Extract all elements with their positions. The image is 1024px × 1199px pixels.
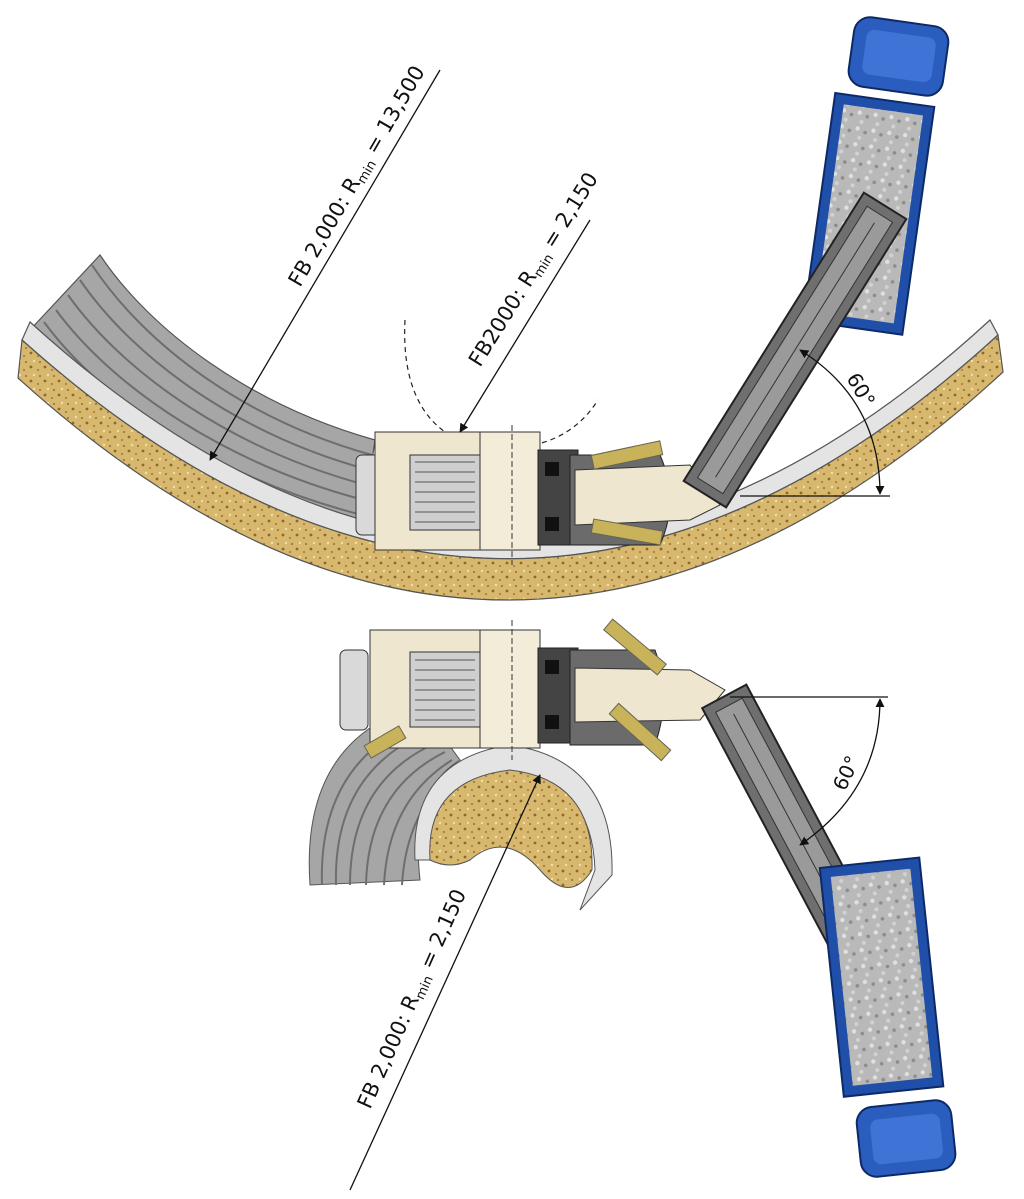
bottom-milling-machine xyxy=(339,618,726,762)
top-milling-machine xyxy=(355,425,721,565)
bottom-angle-label: 60° xyxy=(828,752,865,794)
top-angle-arc xyxy=(799,349,885,495)
top-scene xyxy=(17,16,1004,601)
top-swing-arc xyxy=(404,319,599,449)
top-gravel-band xyxy=(17,333,1004,601)
top-inner-radius-line xyxy=(459,219,591,433)
bottom-gravel-island xyxy=(429,769,593,888)
top-inner-radius-label: FB2000: Rmin = 2,150 xyxy=(464,168,606,372)
bottom-milled-surface xyxy=(308,704,461,886)
bottom-radius-label: FB 2,000: Rmin = 2,150 xyxy=(353,886,474,1114)
top-outer-radius-line xyxy=(209,69,441,461)
bottom-radius-line xyxy=(349,774,541,1191)
bottom-truck xyxy=(818,856,957,1178)
bottom-angle-arc xyxy=(799,698,885,846)
bottom-scene xyxy=(308,618,957,1191)
top-angle-label: 60° xyxy=(842,369,881,412)
top-milled-surface xyxy=(29,254,376,546)
bottom-milling-drum xyxy=(409,651,481,728)
top-outer-radius-label: FB 2,000: Rmin = 13,500 xyxy=(284,61,433,292)
top-milling-drum xyxy=(409,454,481,531)
